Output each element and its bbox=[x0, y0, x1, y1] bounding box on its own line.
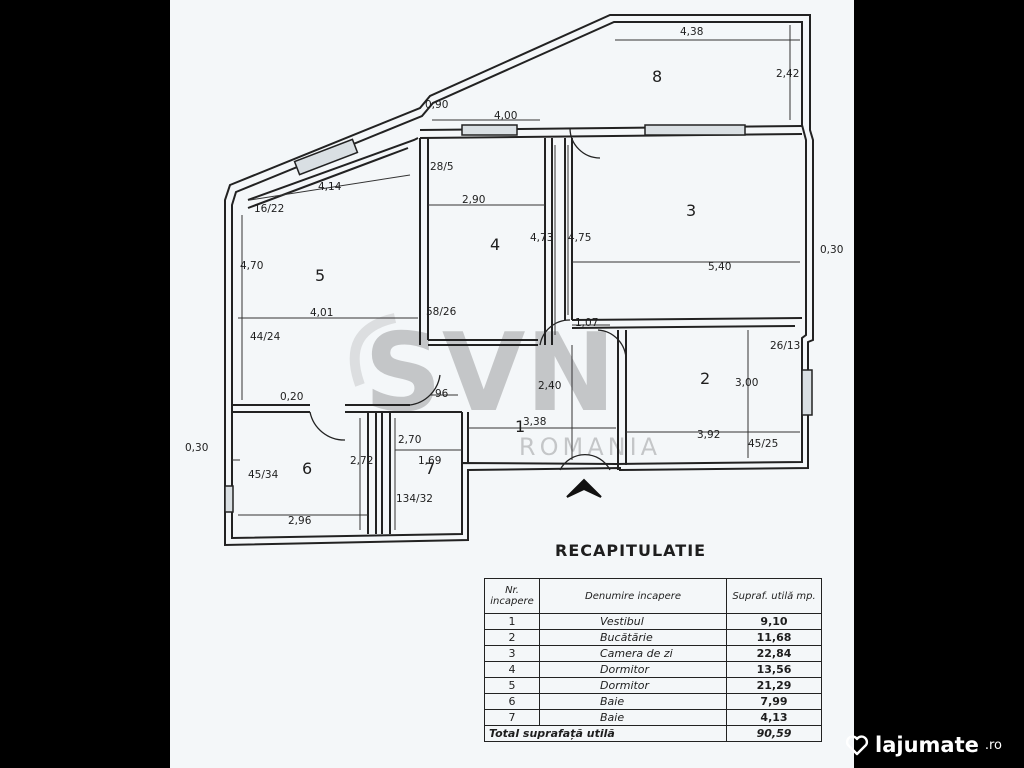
table-row: 1 Vestibul 9,10 bbox=[484, 613, 822, 630]
room-name-cell: Vestibul bbox=[539, 613, 727, 630]
room-label-5: 5 bbox=[315, 266, 325, 285]
annotation-label: 45/34 bbox=[248, 469, 279, 481]
room-label-6: 6 bbox=[302, 459, 312, 478]
table-row: 4 Dormitor 13,56 bbox=[484, 661, 822, 678]
dim-label: 3,38 bbox=[523, 416, 546, 428]
room-label-7: 7 bbox=[425, 459, 435, 478]
floor-plan-sheet: SVN ROMANIA bbox=[170, 0, 854, 768]
room-area-cell: 9,10 bbox=[726, 613, 822, 630]
room-number-cell: 6 bbox=[484, 693, 540, 710]
dimension-labels: 4,38 2,42 0,90 4,00 4,14 2,90 4,73 4,75 … bbox=[185, 26, 843, 527]
brand-suffix: .ro bbox=[984, 737, 1003, 753]
dim-label: 4,01 bbox=[310, 307, 333, 319]
dim-label: 1,69 bbox=[418, 455, 441, 467]
heart-hands-icon bbox=[845, 735, 869, 756]
dim-label: 0,30 bbox=[185, 442, 208, 454]
dim-label: 2,70 bbox=[398, 434, 421, 446]
dim-label: 0,30 bbox=[820, 244, 843, 256]
dim-label: 1,07 bbox=[575, 317, 598, 329]
annotation-label: 134/32 bbox=[396, 493, 433, 505]
annotation-label: 26/13 bbox=[770, 340, 800, 352]
dim-label: 4,00 bbox=[494, 110, 517, 122]
dim-label: 4,14 bbox=[318, 181, 342, 193]
room-number-cell: 7 bbox=[484, 709, 540, 726]
dim-label: 96 bbox=[435, 388, 449, 400]
entrance-arrow-icon bbox=[566, 478, 602, 498]
floor-plan-drawing: SVN ROMANIA bbox=[185, 14, 843, 547]
dim-label: 2,96 bbox=[288, 515, 312, 527]
table-row: 7 Baie 4,13 bbox=[484, 709, 822, 726]
table-row: 6 Baie 7,99 bbox=[484, 693, 822, 710]
room-labels: 1 2 3 4 5 6 7 8 bbox=[302, 67, 710, 478]
recap-table: Nr. incapere Denumire incapere Supraf. u… bbox=[484, 578, 822, 742]
table-row: 2 Bucătărie 11,68 bbox=[484, 629, 822, 646]
annotation-label: 28/5 bbox=[430, 161, 454, 173]
room-name-cell: Dormitor bbox=[539, 661, 727, 678]
room-label-2: 2 bbox=[700, 369, 710, 388]
outer-walls bbox=[224, 14, 814, 547]
watermark-swoosh bbox=[349, 313, 397, 387]
room-label-4: 4 bbox=[490, 235, 500, 254]
annotation-label: 16/22 bbox=[254, 203, 284, 215]
room-label-3: 3 bbox=[686, 201, 696, 220]
column-header: Supraf. utilă mp. bbox=[726, 578, 822, 614]
dim-label: 4,38 bbox=[680, 26, 703, 38]
column-header: Nr. incapere bbox=[484, 578, 540, 614]
dimension-lines bbox=[232, 25, 800, 530]
room-area-cell: 13,56 bbox=[726, 661, 822, 678]
room-name-cell: Baie bbox=[539, 693, 727, 710]
watermark-logo: SVN bbox=[364, 311, 616, 436]
room-name-cell: Bucătărie bbox=[539, 629, 727, 646]
brand-watermark: lajumate .ro bbox=[845, 730, 1002, 760]
room-name-cell: Dormitor bbox=[539, 677, 727, 694]
dim-label: 5,40 bbox=[708, 261, 731, 273]
dim-label: 2,42 bbox=[776, 68, 799, 80]
table-total-row: Total suprafață utilă 90,59 bbox=[484, 725, 822, 742]
dim-label: 4,70 bbox=[240, 260, 263, 272]
dim-label: 3,00 bbox=[735, 377, 758, 389]
room-label-8: 8 bbox=[652, 67, 662, 86]
room-name-cell: Camera de zi bbox=[539, 645, 727, 662]
room-area-cell: 11,68 bbox=[726, 629, 822, 646]
room-area-cell: 22,84 bbox=[726, 645, 822, 662]
room-name-cell: Baie bbox=[539, 709, 727, 726]
watermark-sub: ROMANIA bbox=[519, 433, 661, 461]
room-area-cell: 4,13 bbox=[726, 709, 822, 726]
annotation-label: 44/24 bbox=[250, 331, 281, 343]
table-row: 5 Dormitor 21,29 bbox=[484, 677, 822, 694]
dim-label: 4,73 bbox=[530, 232, 553, 244]
annotation-label: 45/25 bbox=[748, 438, 778, 450]
dim-label: 0,20 bbox=[280, 391, 303, 403]
room-area-cell: 7,99 bbox=[726, 693, 822, 710]
column-header: Denumire incapere bbox=[539, 578, 727, 614]
total-area-cell: 90,59 bbox=[726, 725, 822, 742]
watermark: SVN ROMANIA bbox=[349, 311, 661, 461]
room-annotations: 28/5 16/22 58/26 44/24 26/13 45/25 45/34… bbox=[248, 161, 800, 505]
room-number-cell: 5 bbox=[484, 677, 540, 694]
room-number-cell: 3 bbox=[484, 645, 540, 662]
dim-label: 3,92 bbox=[697, 429, 720, 441]
total-label-cell: Total suprafață utilă bbox=[484, 725, 727, 742]
room-number-cell: 2 bbox=[484, 629, 540, 646]
room-area-cell: 21,29 bbox=[726, 677, 822, 694]
dim-label: 2,90 bbox=[462, 194, 485, 206]
dim-label: 2,40 bbox=[538, 380, 561, 392]
room-number-cell: 4 bbox=[484, 661, 540, 678]
dim-label: 4,75 bbox=[568, 232, 591, 244]
dim-label: 2,72 bbox=[350, 455, 373, 467]
table-row: 3 Camera de zi 22,84 bbox=[484, 645, 822, 662]
room-number-cell: 1 bbox=[484, 613, 540, 630]
windows bbox=[224, 124, 813, 513]
table-header-row: Nr. incapere Denumire incapere Supraf. u… bbox=[484, 578, 822, 614]
brand-name: lajumate bbox=[875, 733, 979, 757]
inner-walls bbox=[232, 125, 803, 534]
room-label-1: 1 bbox=[515, 417, 525, 436]
dim-label: 0,90 bbox=[425, 99, 448, 111]
annotation-label: 58/26 bbox=[426, 306, 457, 318]
recap-title: RECAPITULATIE bbox=[555, 541, 707, 560]
